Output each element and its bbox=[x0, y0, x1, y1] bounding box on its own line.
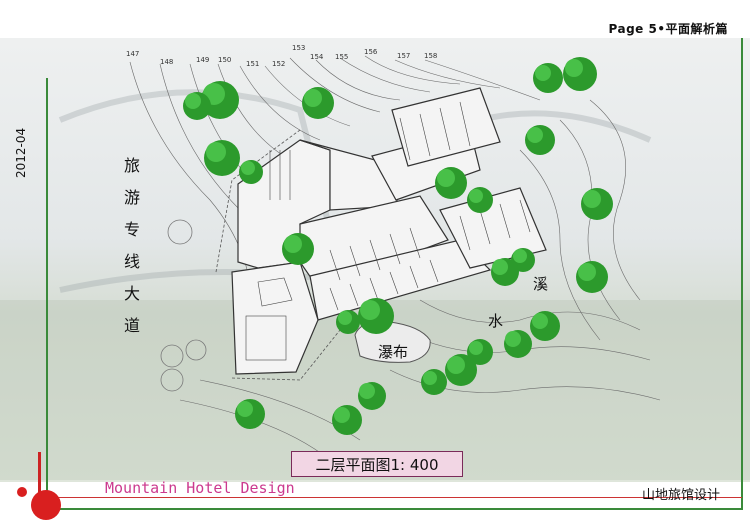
stream-label: 溪 bbox=[533, 275, 549, 293]
tree bbox=[204, 140, 240, 176]
contour-label: 149 bbox=[196, 56, 210, 64]
contour-label: 147 bbox=[126, 50, 140, 58]
decor-circle bbox=[31, 490, 61, 520]
tree bbox=[435, 167, 467, 199]
contour-label: 152 bbox=[272, 60, 286, 68]
tree bbox=[504, 330, 532, 358]
tree bbox=[530, 311, 560, 341]
road-label-char: 游 bbox=[123, 188, 140, 207]
plan-scale-title: 二层平面图1: 400 bbox=[291, 451, 463, 477]
road-label-char: 大 bbox=[123, 284, 140, 303]
tree bbox=[336, 310, 360, 334]
contour-label: 155 bbox=[335, 53, 349, 61]
tree bbox=[576, 261, 608, 293]
decor-circle-small bbox=[17, 487, 27, 497]
tree bbox=[467, 187, 493, 213]
tree bbox=[491, 258, 519, 286]
tree bbox=[445, 354, 477, 386]
contour-label: 154 bbox=[310, 53, 324, 61]
tree bbox=[183, 92, 211, 120]
tree bbox=[239, 160, 263, 184]
frame-line bbox=[741, 38, 743, 508]
tree bbox=[302, 87, 334, 119]
tree bbox=[358, 298, 394, 334]
tree bbox=[563, 57, 597, 91]
contour-label: 157 bbox=[397, 52, 411, 60]
road-label-char: 线 bbox=[123, 252, 140, 271]
frame-line bbox=[52, 497, 742, 498]
waterfall-label: 瀑布 bbox=[378, 343, 409, 361]
contour-label: 158 bbox=[424, 52, 438, 60]
tree bbox=[581, 188, 613, 220]
contour-label: 148 bbox=[160, 58, 174, 66]
tree bbox=[332, 405, 362, 435]
frame-line bbox=[38, 452, 41, 498]
tree bbox=[421, 369, 447, 395]
footer-english-title: Mountain Hotel Design bbox=[105, 479, 295, 497]
road-label-char: 旅 bbox=[123, 156, 140, 175]
contour-label: 151 bbox=[246, 60, 260, 68]
road-label: 旅 游 专 线 大 道 bbox=[121, 150, 143, 342]
tree bbox=[282, 233, 314, 265]
contour-label: 150 bbox=[218, 56, 232, 64]
road-label-char: 道 bbox=[123, 316, 140, 335]
tree bbox=[467, 339, 493, 365]
stream-label: 水 bbox=[488, 312, 504, 330]
date-label: 2012-04 bbox=[14, 127, 28, 178]
tree bbox=[525, 125, 555, 155]
road-label-char: 专 bbox=[123, 220, 140, 239]
tree bbox=[358, 382, 386, 410]
footer-chinese-title: 山地旅馆设计 bbox=[641, 488, 720, 503]
tree bbox=[533, 63, 563, 93]
contour-label: 156 bbox=[364, 48, 378, 56]
contour-label: 153 bbox=[292, 44, 306, 52]
tree bbox=[235, 399, 265, 429]
frame-line bbox=[46, 78, 48, 498]
page-title: Page 5•平面解析篇 bbox=[608, 22, 728, 36]
frame-line bbox=[46, 508, 743, 510]
